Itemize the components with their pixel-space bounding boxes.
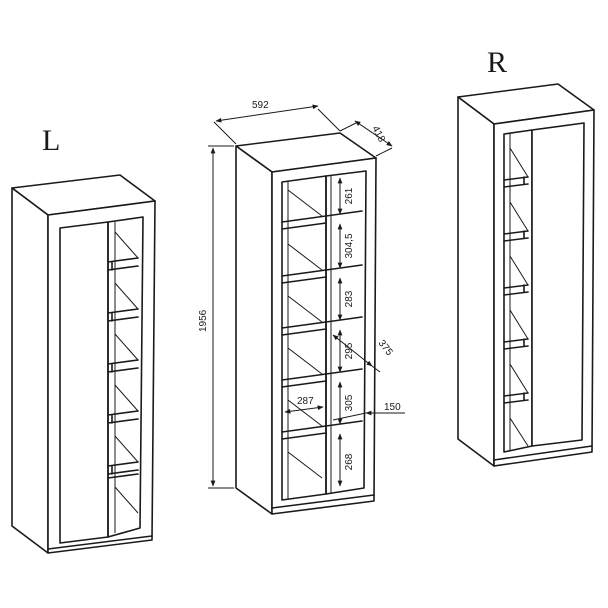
- dim-inner-width: 287: [297, 396, 314, 407]
- dim-gap-5: 305: [344, 394, 355, 411]
- dim-gap-3: 283: [344, 290, 355, 307]
- shelves-right: [503, 147, 529, 447]
- dim-width: 592: [252, 100, 269, 111]
- cabinet-right: R: [457, 46, 595, 467]
- dim-side-depth: 150: [384, 402, 401, 413]
- dim-gap-1: 261: [344, 187, 355, 204]
- cabinet-center: 592 418 1956 261 304,5 283 295 305 268: [198, 100, 405, 515]
- dim-gap-6: 268: [344, 453, 355, 470]
- shelves-left: [107, 231, 139, 514]
- dim-gap-2: 304,5: [344, 233, 355, 258]
- cabinet-left: L: [11, 124, 156, 554]
- variant-label-left: L: [42, 124, 60, 157]
- dim-shelf-depth: 375: [376, 338, 395, 358]
- variant-label-right: R: [487, 46, 507, 79]
- shelves-center: [281, 189, 363, 479]
- dim-height: 1956: [198, 309, 209, 332]
